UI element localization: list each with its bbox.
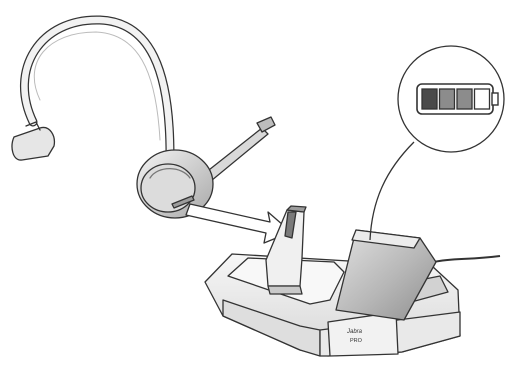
brand-logo: Jabra [346, 329, 363, 335]
callout-leader [370, 142, 414, 240]
battery-cell-filled [457, 89, 472, 109]
stabilizer-pad [12, 127, 54, 160]
battery-cell-filled [440, 89, 455, 109]
battery-icon [417, 84, 498, 114]
headset [12, 20, 275, 218]
battery-cell-empty [475, 89, 490, 109]
power-cable [434, 256, 500, 262]
battery-callout [370, 46, 504, 240]
battery-cell-filled [422, 89, 437, 109]
model-label: PRO [350, 338, 363, 344]
